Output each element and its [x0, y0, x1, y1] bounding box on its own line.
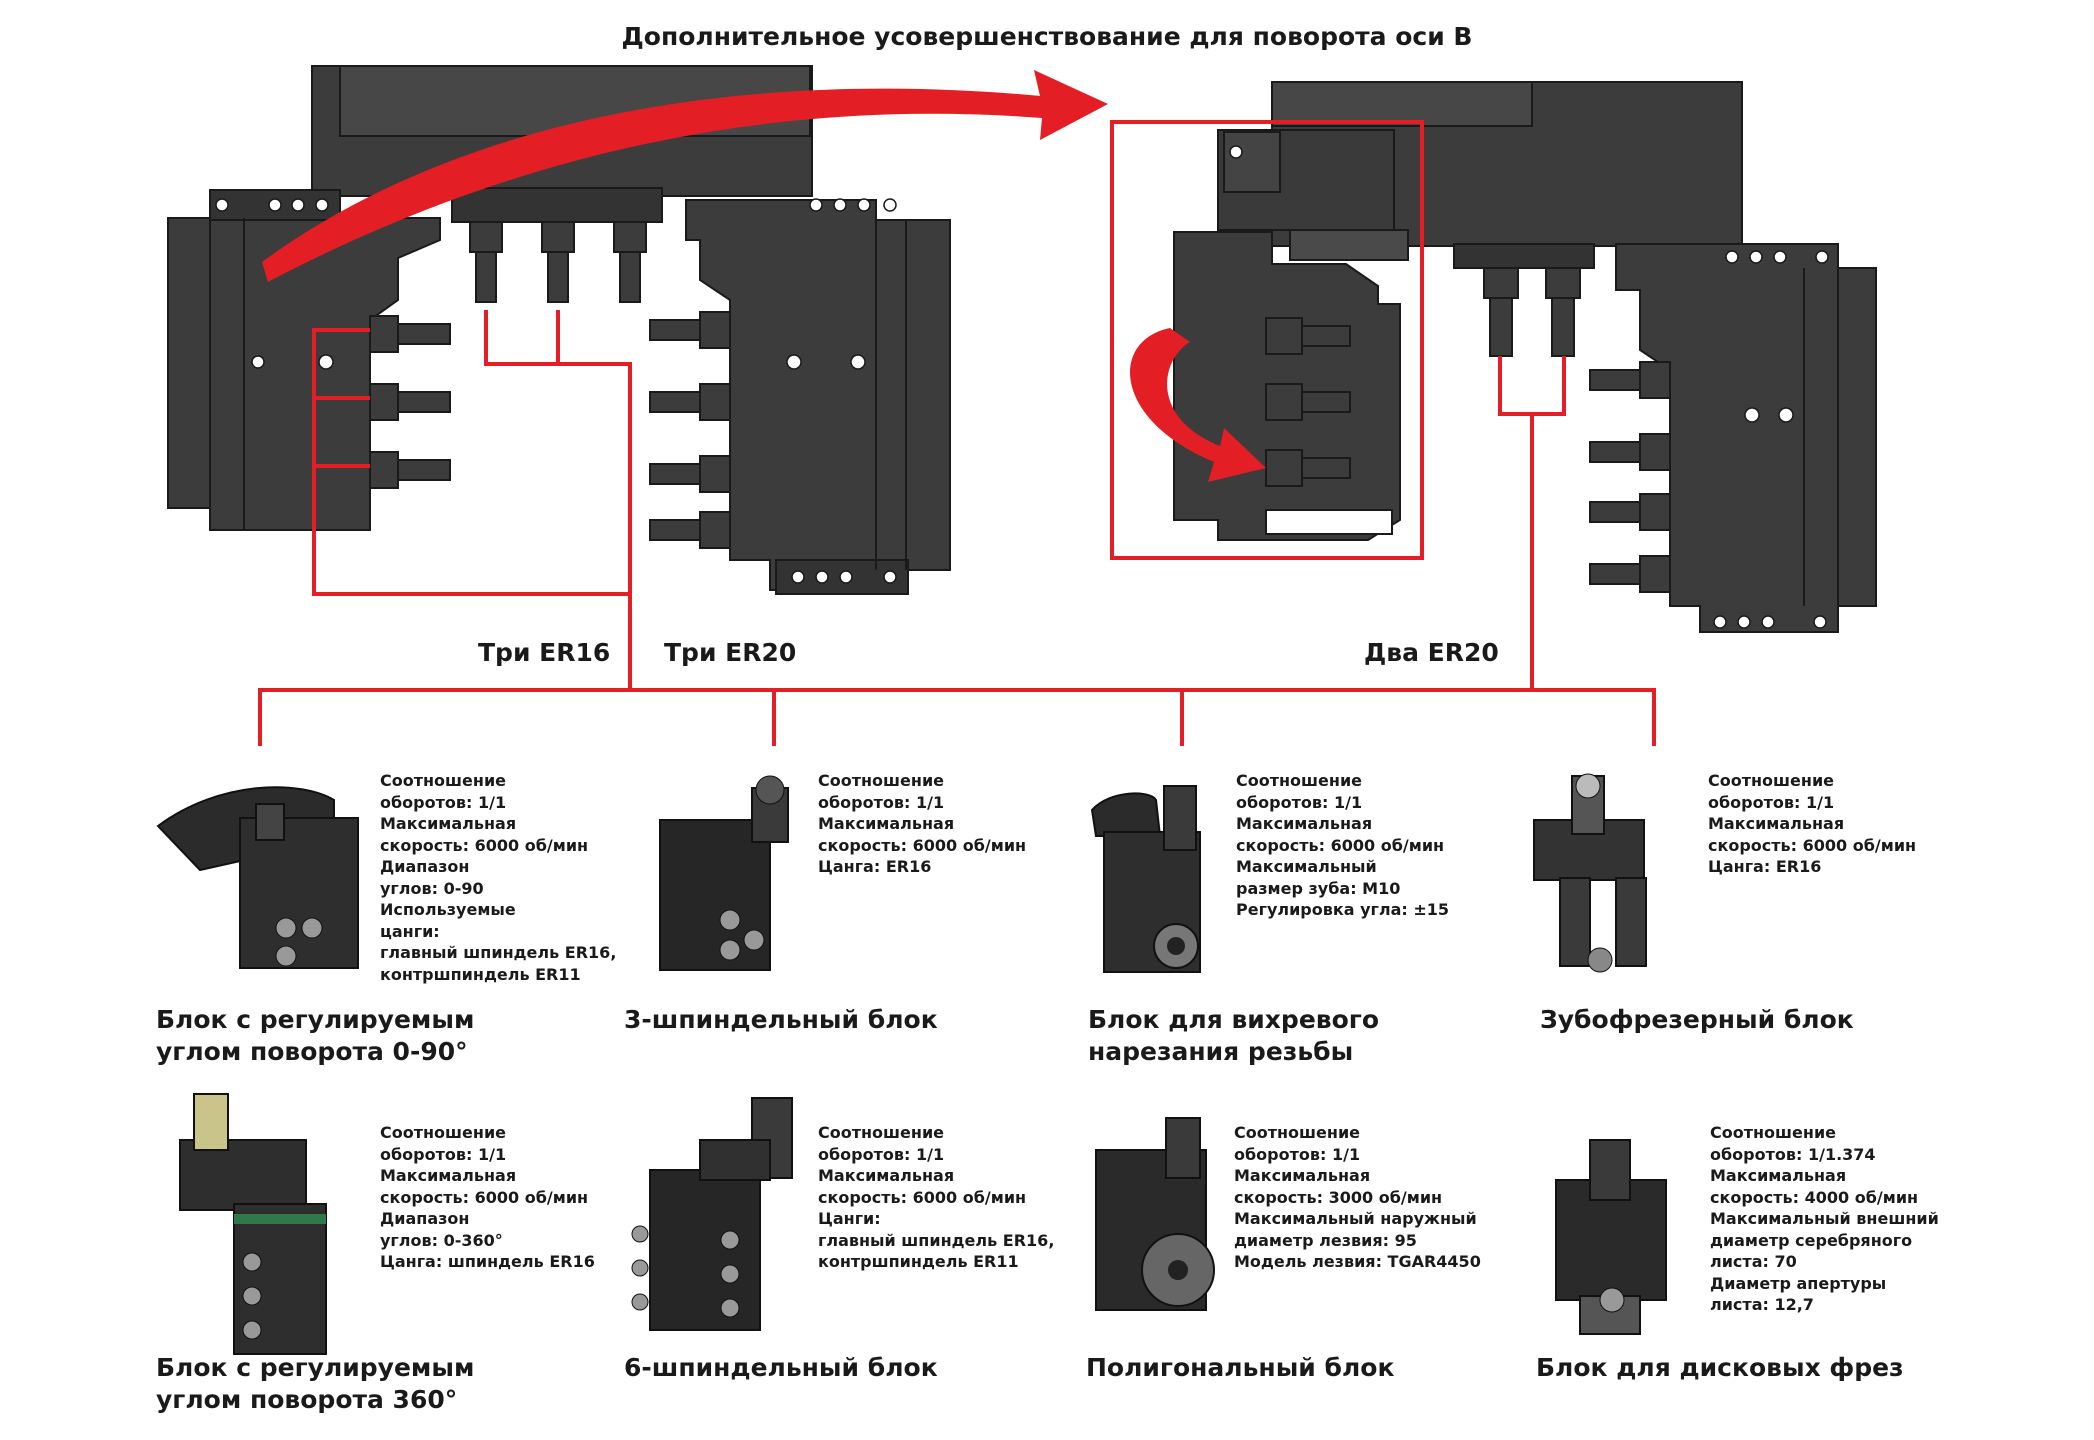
label-three-er20: Три ER20: [664, 638, 797, 667]
angle-head-icon: [156, 786, 359, 969]
name-angle-head: Блок с регулируемым углом поворота 0-90°: [156, 1005, 475, 1066]
spec-three-spindle: Соотношение оборотов: 1/1 Максимальная с…: [818, 771, 1027, 876]
spec-hobbing: Соотношение оборотов: 1/1 Максимальная с…: [1708, 771, 1917, 876]
disc-cutter-icon: [1555, 1139, 1667, 1335]
hobbing-icon: [1533, 773, 1647, 973]
connector-lines: [258, 120, 1656, 746]
name-rotary-360: Блок с регулируемым углом поворота 360°: [156, 1353, 475, 1414]
name-disc-cutter: Блок для дисковых фрез: [1536, 1353, 1904, 1382]
spec-polygon: Соотношение оборотов: 1/1 Максимальная с…: [1234, 1123, 1481, 1271]
rotary-360-icon: [179, 1093, 327, 1355]
spec-angle-head: Соотношение оборотов: 1/1 Максимальная с…: [380, 771, 617, 984]
rotation-arrow-icon: [262, 70, 1108, 282]
page-title: Дополнительное усовершенствование для по…: [621, 22, 1473, 51]
name-hobbing: Зубофрезерный блок: [1540, 1005, 1854, 1034]
swing-arrow-icon: [1130, 328, 1266, 482]
rotation-highlight-frame: [1110, 120, 1424, 560]
label-three-er16: Три ER16: [478, 638, 611, 667]
whirling-icon: [1090, 785, 1201, 973]
spec-whirling: Соотношение оборотов: 1/1 Максимальная с…: [1236, 771, 1450, 919]
spec-disc-cutter: Соотношение оборотов: 1/1.374 Максимальн…: [1710, 1123, 1939, 1314]
label-two-er20: Два ER20: [1364, 638, 1499, 667]
polygon-icon: [1095, 1117, 1215, 1311]
spec-six-spindle: Соотношение оборотов: 1/1 Максимальная с…: [818, 1123, 1055, 1271]
six-spindle-icon: [631, 1097, 793, 1331]
name-six-spindle: 6-шпиндельный блок: [624, 1353, 938, 1382]
three-spindle-icon: [659, 775, 789, 971]
right-turret-assembly: [1173, 81, 1877, 633]
name-three-spindle: 3-шпиндельный блок: [624, 1005, 938, 1034]
name-polygon: Полигональный блок: [1086, 1353, 1395, 1382]
spec-rotary-360: Соотношение оборотов: 1/1 Максимальная с…: [380, 1123, 595, 1271]
name-whirling: Блок для вихревого нарезания резьбы: [1088, 1005, 1380, 1066]
